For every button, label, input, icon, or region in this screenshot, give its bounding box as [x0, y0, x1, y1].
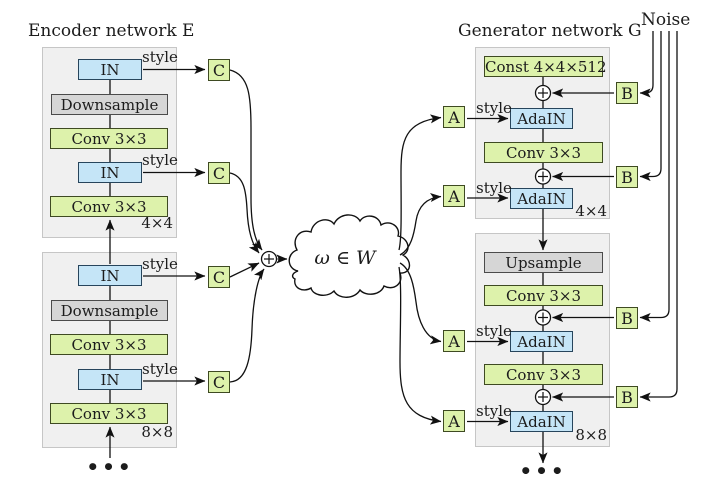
adain-box: AdaIN	[510, 411, 573, 432]
affine-a-box: A	[443, 106, 465, 128]
noise-scale-b-box: B	[616, 82, 638, 104]
noise-scale-b-box: B	[616, 386, 638, 408]
generator-conv-box: Conv 3×3	[484, 285, 603, 306]
noise-scale-b-box: B	[616, 307, 638, 329]
b-to-plus-arrows	[552, 88, 614, 402]
generator-conv-box: Conv 3×3	[484, 142, 603, 163]
encoder-title: Encoder network E	[28, 21, 195, 41]
generator-conv-box: Conv 3×3	[484, 364, 603, 385]
adain-box: AdaIN	[510, 188, 573, 209]
affine-a-box: A	[443, 185, 465, 207]
const-input-box: Const 4×4×512	[484, 56, 607, 77]
adain-box: AdaIN	[510, 331, 573, 352]
generator-res-label-8x8: 8×8	[575, 426, 607, 444]
noise-label: Noise	[641, 10, 691, 30]
style-label: style	[142, 48, 178, 66]
generator-res-label-4x4: 4×4	[575, 202, 607, 220]
noise-lines	[639, 31, 678, 402]
generator-title: Generator network G	[458, 21, 642, 41]
style-concat-c-box: C	[208, 162, 230, 184]
encoder-downsample-box: Downsample	[51, 300, 168, 321]
noise-scale-b-box: B	[616, 166, 638, 188]
encoder-in-box: IN	[78, 162, 142, 183]
encoder-conv-box: Conv 3×3	[50, 334, 168, 355]
noise-add-node-1	[534, 84, 552, 102]
style-label: style	[142, 360, 178, 378]
a-to-adain-arrows	[467, 113, 509, 427]
encoder-conv-box: Conv 3×3	[50, 128, 168, 149]
encoder-downsample-box: Downsample	[51, 94, 168, 115]
encoder-conv-box: Conv 3×3	[50, 403, 168, 424]
merge-plus-node	[260, 250, 278, 268]
encoder-in-box: IN	[78, 265, 142, 286]
encoder-res-label-8x8: 8×8	[141, 423, 173, 441]
c-to-merge-curves	[229, 69, 265, 383]
encoder-conv-box: Conv 3×3	[50, 196, 168, 217]
latent-space-cloud	[288, 214, 411, 298]
encoder-continuation-dots: •••	[86, 455, 134, 479]
encoder-in-box: IN	[78, 59, 142, 80]
in-to-c-arrows	[143, 64, 206, 386]
style-label: style	[476, 99, 512, 117]
style-label: style	[142, 255, 178, 273]
style-label: style	[476, 179, 512, 197]
style-label: style	[476, 322, 512, 340]
affine-a-box: A	[443, 330, 465, 352]
generator-continuation-dots: •••	[519, 459, 567, 483]
affine-a-box: A	[443, 410, 465, 432]
encoder-res-label-4x4: 4×4	[141, 214, 173, 232]
style-concat-c-box: C	[208, 59, 230, 81]
cloud-to-a-curves	[398, 114, 442, 425]
style-label: style	[142, 151, 178, 169]
style-concat-c-box: C	[208, 266, 230, 288]
encoder-in-box: IN	[78, 369, 142, 390]
noise-add-node-3	[534, 309, 552, 326]
style-concat-c-box: C	[208, 371, 230, 393]
noise-add-node-2	[534, 168, 552, 185]
adain-box: AdaIN	[510, 108, 573, 129]
noise-add-node-4	[534, 388, 552, 406]
latent-space-label: ω ∈ W	[314, 247, 376, 269]
upsample-box: Upsample	[484, 252, 603, 273]
style-label: style	[476, 402, 512, 420]
